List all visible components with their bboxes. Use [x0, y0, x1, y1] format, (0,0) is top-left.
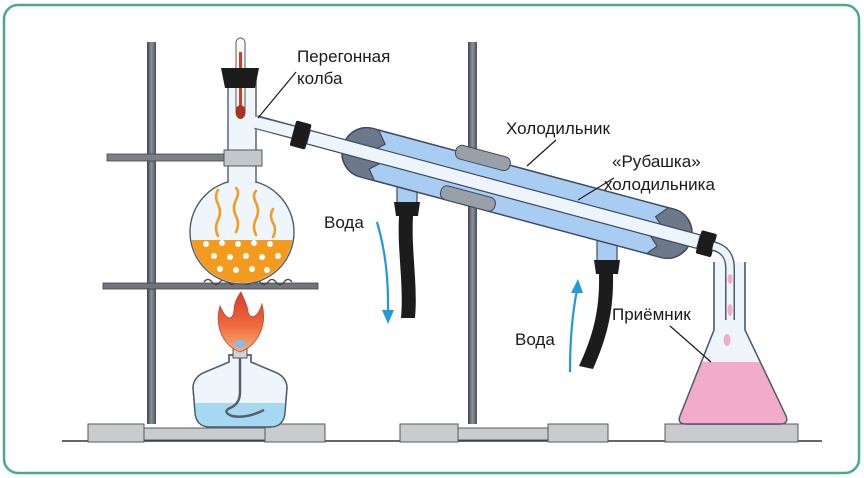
condenser-stopper-right: [695, 230, 717, 257]
distillate: [679, 362, 787, 424]
right-stand-base-block-right: [547, 423, 609, 443]
flask-stopper: [221, 68, 259, 88]
left-stand-base-rail: [143, 427, 266, 441]
left-stand-rod: [147, 42, 156, 424]
water-out-arrow-shaft: [375, 221, 390, 313]
lamp-body-outline: [192, 354, 288, 428]
leader-line-condenser-jacket: [577, 177, 615, 201]
left-stand-base-block-left: [87, 423, 145, 443]
label-water-inlet: Вода: [515, 330, 555, 349]
leader-line-condenser: [526, 139, 557, 167]
right-stand-rod: [468, 42, 477, 424]
water-in-arrow-shaft: [568, 289, 579, 373]
leader-line-receiver: [669, 325, 712, 363]
flame: [217, 291, 264, 353]
vapor: [214, 186, 277, 239]
label-distillation-flask-line2: колба: [297, 69, 343, 88]
right-stand-base-block-left: [399, 423, 459, 443]
left-stand-base-block-right: [264, 423, 326, 443]
flask-clamp-jaw: [223, 149, 263, 167]
leader-line-distillation-flask: [257, 71, 297, 119]
flame-outer: [217, 291, 264, 353]
adapter-tube: [711, 241, 735, 321]
label-condenser-jacket-line1: «Рубашка»: [612, 152, 701, 171]
drop: [727, 304, 733, 316]
label-receiver: Приёмник: [612, 305, 691, 324]
label-water-outlet: Вода: [324, 213, 364, 232]
condenser-stopper-left: [289, 120, 312, 150]
wire-gauze: [203, 278, 293, 286]
label-condenser: Холодильник: [506, 119, 610, 138]
receiver-outline: [678, 262, 788, 425]
lamp-wick: [225, 358, 265, 418]
drop: [727, 274, 733, 284]
thermometer-bulb: [235, 105, 246, 119]
water-out-arrow: [375, 221, 394, 324]
water-outlet-collar: [394, 202, 420, 216]
condenser-clamp-jaw-upper: [454, 144, 511, 172]
water-outlet-hose: [394, 202, 420, 318]
lamp-fuel: [193, 403, 287, 427]
ring-plate: [102, 282, 319, 290]
receiver-base: [664, 423, 799, 443]
drop: [723, 334, 731, 346]
thermometer: [221, 37, 259, 119]
flask-side-arm: [252, 116, 295, 138]
label-condenser-jacket-line2: холодильника: [604, 175, 715, 194]
right-stand: [399, 42, 609, 443]
flask-clamp-arm: [106, 153, 228, 162]
label-distillation-flask-line1: Перегонная: [297, 47, 390, 66]
water-inlet-collar: [594, 260, 620, 274]
left-stand: [87, 42, 326, 443]
receiver-flask: [678, 262, 788, 425]
boiling-bubbles: [203, 240, 281, 273]
outer-frame: [2, 3, 861, 475]
right-stand-base-rail: [457, 427, 549, 441]
spirit-lamp: [192, 345, 288, 428]
water-inlet-tube: [579, 274, 614, 369]
water-in-arrow-head: [571, 279, 583, 293]
adapter-tube-glass: [712, 242, 734, 321]
flame-core: [234, 340, 246, 348]
water-inlet-hose: [579, 260, 620, 369]
water-out-arrow-head: [382, 310, 394, 324]
water-outlet-tube: [398, 216, 416, 318]
water-in-arrow: [568, 279, 583, 373]
condenser-clamp-jaw-lower: [439, 185, 496, 212]
distillate-drops: [723, 274, 733, 346]
condenser: [289, 120, 717, 260]
